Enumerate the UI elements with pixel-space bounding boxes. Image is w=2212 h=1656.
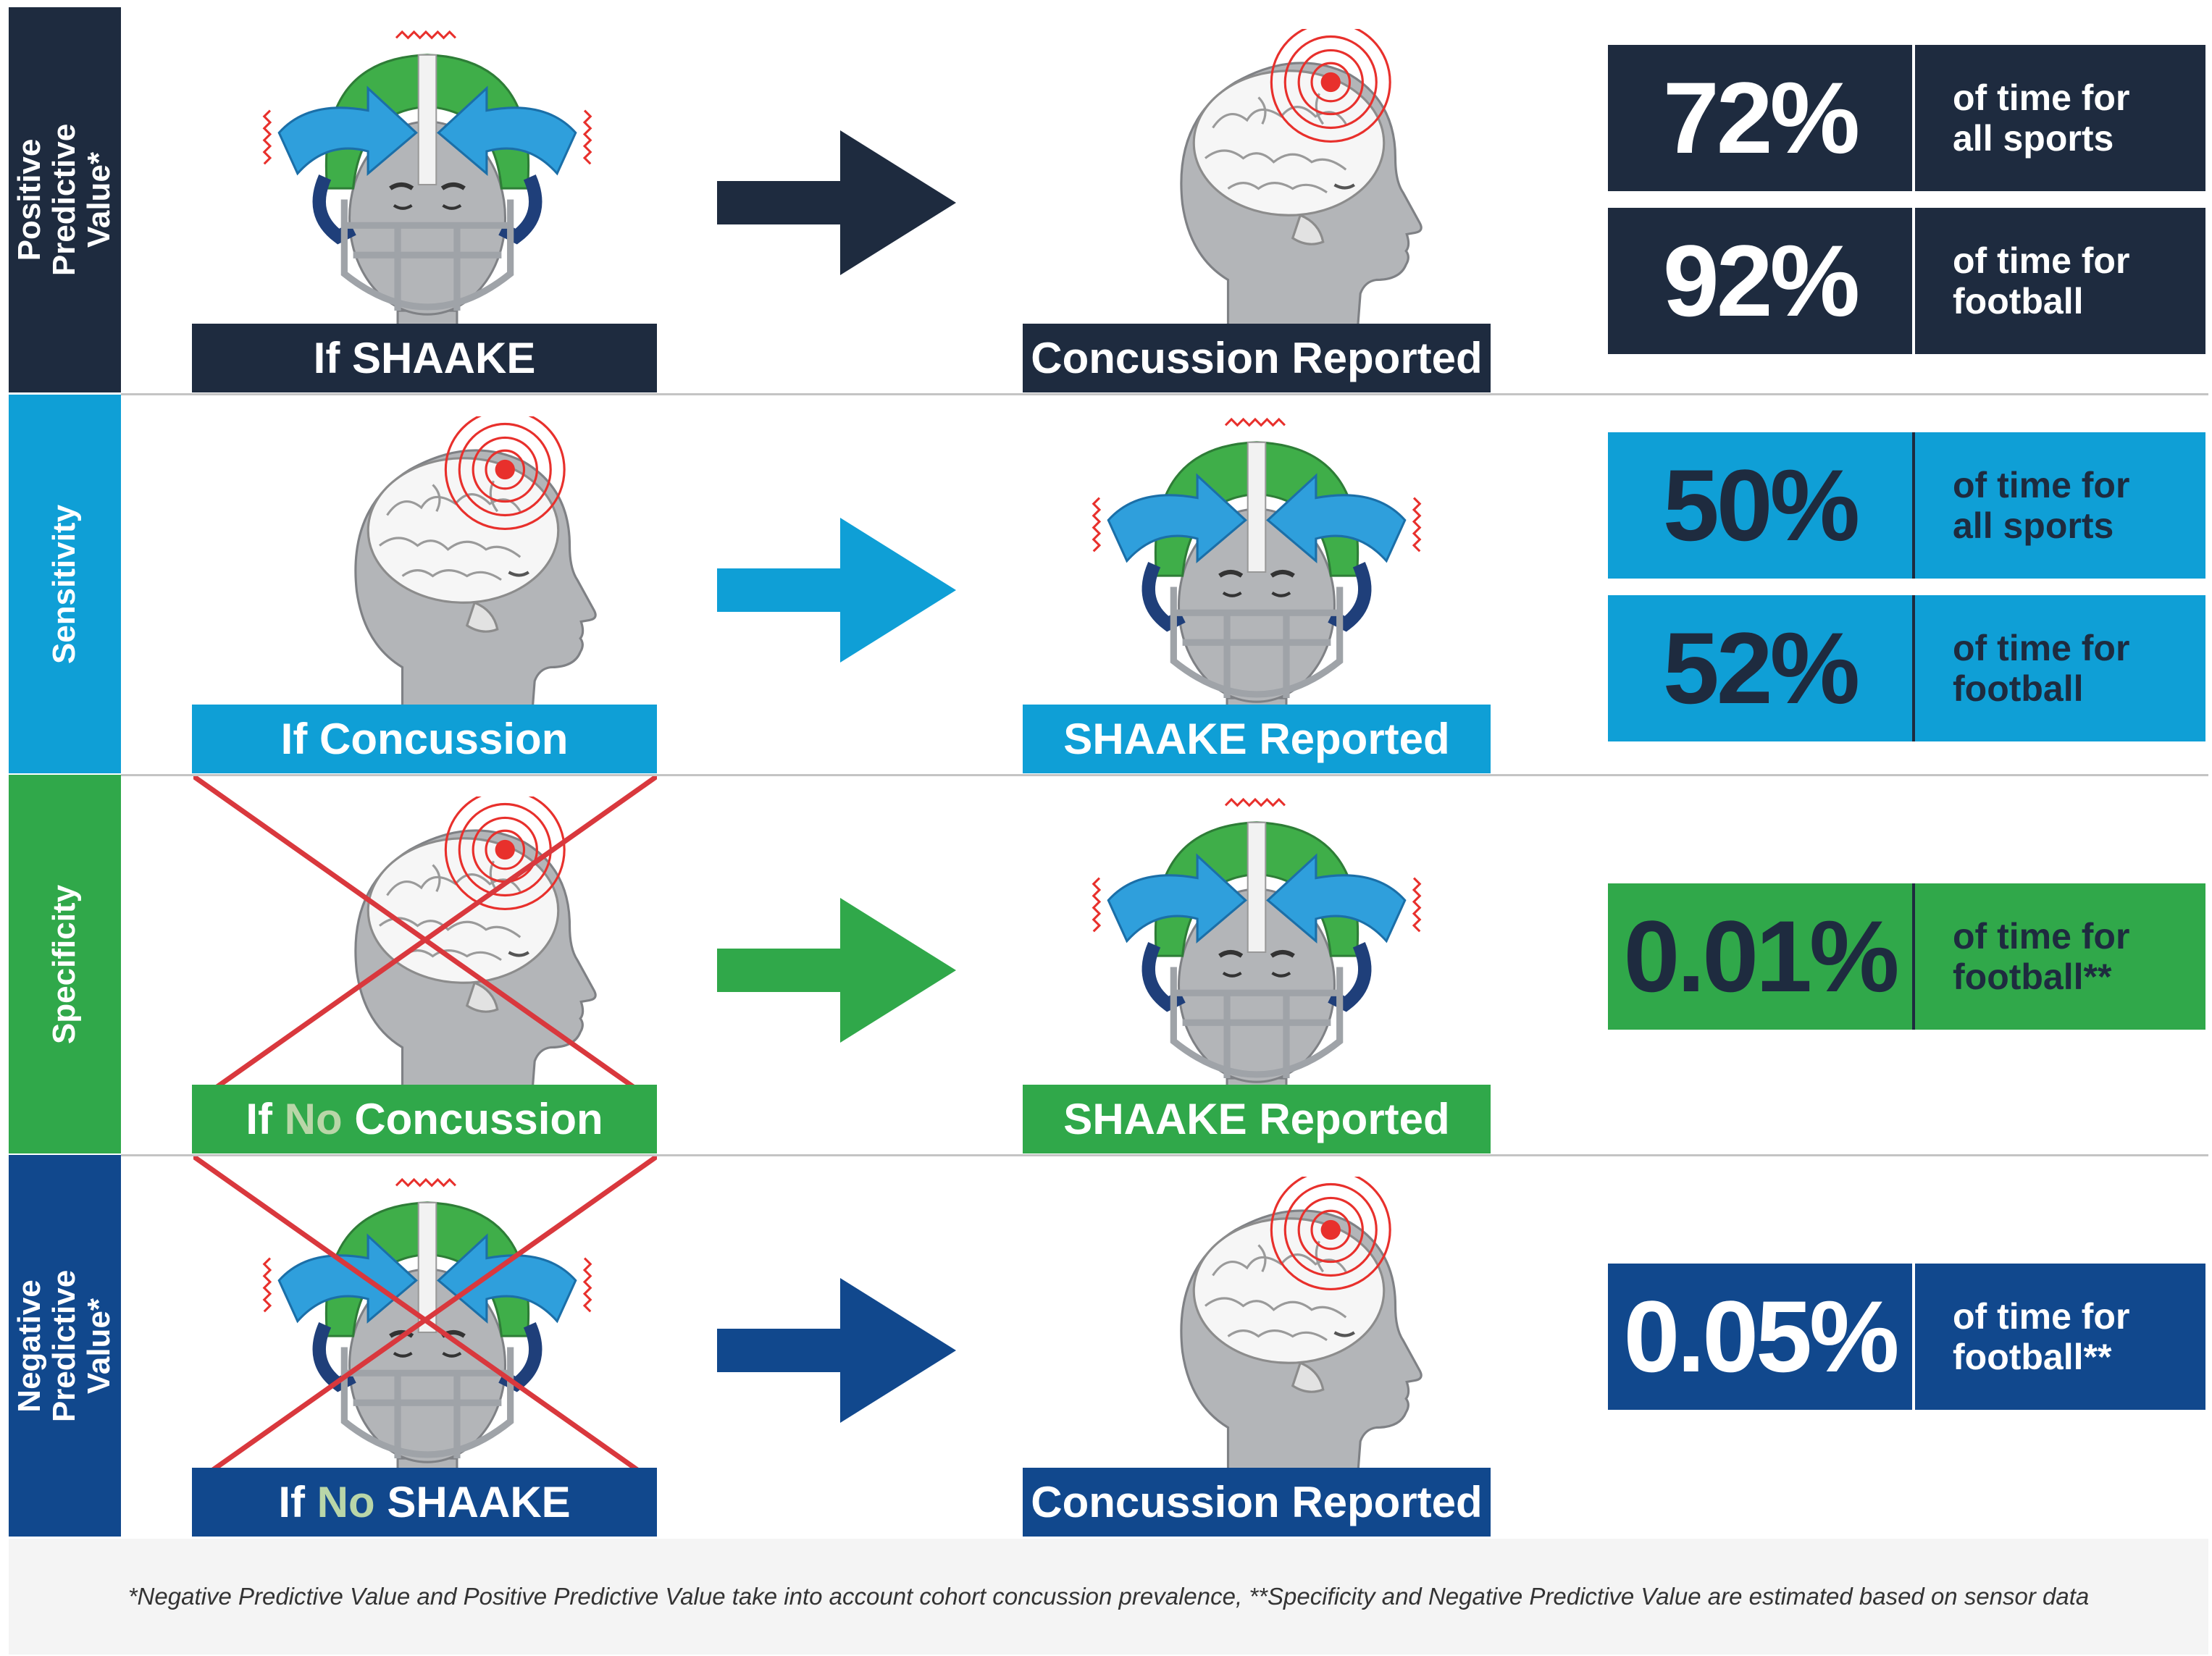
row-divider <box>121 393 2208 395</box>
stat-percent: 72% <box>1662 61 1860 175</box>
stat-separator <box>1912 883 1915 1030</box>
stat-percent: 0.05% <box>1623 1279 1900 1393</box>
stat-percent: 50% <box>1662 448 1860 562</box>
crossed-out-icon <box>191 1154 659 1487</box>
stat-separator <box>1912 595 1915 741</box>
caption-term: SHAAKE <box>351 334 536 382</box>
stat-percent: 52% <box>1662 611 1860 725</box>
stat-separator <box>1912 432 1915 579</box>
stat-box: 92% of time for football <box>1608 208 2205 354</box>
left-caption: If No Concussion <box>192 1085 657 1153</box>
row-divider <box>121 774 2208 776</box>
caption-term: Concussion <box>354 1095 603 1143</box>
caption-prefix: If <box>280 715 308 763</box>
caption-prefix: If <box>246 1095 272 1143</box>
caption-negation: No <box>284 1095 343 1143</box>
brain-impact-icon <box>319 789 623 1104</box>
stat-box: 50% of time for all sports <box>1608 432 2205 579</box>
right-arrow-icon <box>717 518 963 666</box>
footnote-text: *Negative Predictive Value and Positive … <box>127 1583 2090 1610</box>
band-label: Negative Predictive Value* <box>12 1269 117 1422</box>
stat-box: 0.05% of time for football** <box>1608 1264 2205 1410</box>
right-caption: Concussion Reported <box>1023 324 1491 392</box>
stat-description: of time for all sports <box>1953 465 2130 546</box>
helmet-head-icon <box>239 29 616 344</box>
row-divider <box>121 1154 2208 1156</box>
left-caption: If Concussion <box>192 705 657 773</box>
caption-negation: No <box>317 1478 375 1526</box>
stat-description: of time for football** <box>1953 1296 2130 1377</box>
band-label: Sensitivity <box>46 504 83 664</box>
row-band-1: Positive Predictive Value* <box>9 7 121 392</box>
helmet-head-icon <box>239 1177 616 1492</box>
stat-separator <box>1912 1264 1915 1410</box>
stat-box: 52% of time for football <box>1608 595 2205 741</box>
stat-description: of time for football** <box>1953 916 2130 997</box>
footer: *Negative Predictive Value and Positive … <box>9 1539 2208 1655</box>
brain-impact-icon <box>319 409 623 724</box>
stat-separator <box>1912 45 1915 191</box>
left-caption: If SHAAKE <box>192 324 657 392</box>
right-arrow-icon <box>717 1278 963 1426</box>
right-arrow-icon <box>717 898 963 1046</box>
caption-term: Concussion <box>319 715 569 763</box>
stat-description: of time for football <box>1953 628 2130 709</box>
right-caption: Concussion Reported <box>1023 1468 1491 1537</box>
row-band-2: Sensitivity <box>9 395 121 773</box>
stat-percent: 0.01% <box>1623 899 1900 1013</box>
caption-prefix: If <box>278 1478 305 1526</box>
caption-term: SHAAKE <box>387 1478 571 1526</box>
crossed-out-icon <box>191 774 659 1107</box>
stat-separator <box>1912 208 1915 354</box>
right-caption: SHAAKE Reported <box>1023 1085 1491 1153</box>
right-caption: SHAAKE Reported <box>1023 705 1491 773</box>
helmet-head-icon <box>1068 416 1445 731</box>
stat-percent: 92% <box>1662 224 1860 337</box>
brain-impact-icon <box>1144 22 1449 337</box>
row-band-4: Negative Predictive Value* <box>9 1155 121 1537</box>
stat-description: of time for all sports <box>1953 77 2130 159</box>
stat-description: of time for football <box>1953 240 2130 321</box>
brain-impact-icon <box>1144 1169 1449 1484</box>
right-arrow-icon <box>717 130 963 279</box>
stat-box: 72% of time for all sports <box>1608 45 2205 191</box>
band-label: Positive Predictive Value* <box>12 123 117 277</box>
row-band-3: Specificity <box>9 775 121 1153</box>
helmet-head-icon <box>1068 797 1445 1111</box>
band-label: Specificity <box>46 884 83 1044</box>
caption-prefix: If <box>313 334 340 382</box>
left-caption: If No SHAAKE <box>192 1468 657 1537</box>
stat-box: 0.01% of time for football** <box>1608 883 2205 1030</box>
